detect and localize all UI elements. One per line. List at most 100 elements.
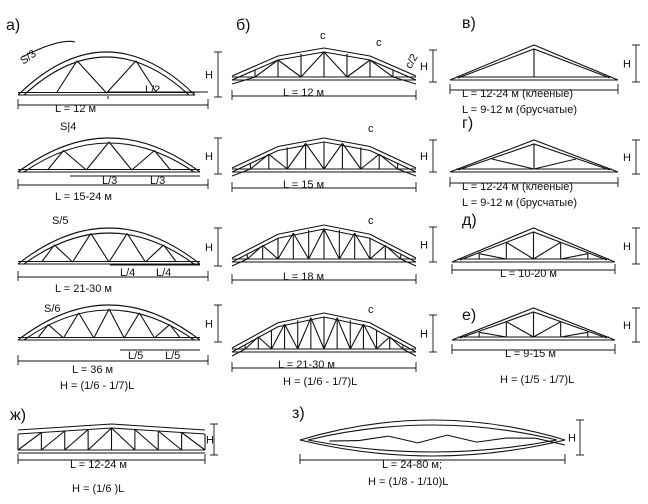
web-diagonal — [346, 59, 371, 78]
segment-dimension — [21, 40, 76, 58]
web-diagonal — [417, 434, 448, 444]
web-diagonal — [246, 245, 264, 260]
span-d: L = 10-20 м — [500, 268, 557, 280]
formula-zh: H = (1/6 )L — [72, 483, 124, 495]
c-b2: c — [368, 123, 374, 135]
height-label: H — [420, 151, 428, 163]
web-diagonal — [145, 244, 164, 263]
web-diagonal — [154, 150, 171, 171]
web-diagonal — [378, 153, 398, 170]
web-diagonal — [535, 437, 566, 446]
height-label: H — [623, 241, 631, 253]
span-zh: L = 12-24 м — [70, 459, 127, 471]
web-diagonal — [310, 317, 325, 350]
top-chord-inner — [23, 56, 190, 96]
web-diagonal — [384, 245, 402, 260]
span-v1: L = 12-24 м (клееные) — [462, 88, 573, 100]
label-d: д) — [462, 212, 477, 229]
web-diagonal — [123, 312, 140, 339]
c-b3: c — [368, 215, 374, 227]
top-chord — [17, 227, 201, 265]
top-chord-inner — [23, 232, 195, 265]
formula-b: H = (1/6 - 1/7)L — [283, 376, 357, 388]
web-diagonal — [47, 150, 64, 171]
height-label: H — [420, 329, 428, 341]
web-diagonal — [181, 432, 206, 451]
label-a: а) — [6, 17, 20, 34]
web-diagonal — [491, 158, 535, 170]
label-z: з) — [292, 405, 305, 422]
web-diagonal — [308, 228, 325, 260]
web-diagonal — [292, 232, 310, 260]
web-diagonal — [506, 321, 534, 338]
web-diagonal — [341, 143, 362, 170]
top-chord — [231, 312, 417, 349]
web-diagonal — [108, 141, 133, 171]
height-label: H — [206, 435, 214, 447]
height-label: H — [205, 151, 213, 163]
web-diagonal — [108, 233, 128, 263]
span-a2: L = 15-24 м — [55, 191, 112, 203]
height-label: H — [420, 61, 428, 73]
web-diagonal — [157, 430, 182, 451]
web-diagonal — [93, 308, 110, 339]
web-diagonal — [286, 143, 307, 170]
top-chord — [451, 227, 616, 263]
web-diagonal — [329, 439, 359, 442]
height-label: H — [205, 70, 213, 82]
web-diagonal — [270, 323, 286, 350]
web-diagonal — [400, 258, 417, 267]
span-g2: L = 9-12 м (брусчатые) — [462, 197, 577, 209]
top-chord — [451, 307, 616, 341]
web-diagonal — [277, 59, 302, 78]
web-diagonal — [277, 232, 294, 260]
web-diagonal — [231, 258, 248, 267]
web-diagonal — [392, 76, 417, 85]
span-b3: L = 18 м — [283, 271, 324, 283]
web-diagonal — [63, 312, 80, 339]
height-label: H — [205, 242, 213, 254]
web-diagonal — [54, 244, 73, 263]
c-b4: c — [368, 304, 374, 316]
web-diagonal — [231, 348, 246, 357]
top-chord — [231, 47, 417, 77]
c-b1-2: c — [376, 37, 382, 49]
web-diagonal — [231, 76, 256, 85]
part-a3-2: L/4 — [156, 267, 171, 279]
label-zh: ж) — [10, 407, 26, 424]
web-diagonal — [163, 244, 177, 263]
web-diagonal — [358, 435, 389, 442]
part-a2-1: L/3 — [102, 175, 117, 187]
web-diagonal — [138, 312, 155, 339]
span-v2: L = 9-12 м (брусчатые) — [462, 104, 577, 116]
top-chord — [17, 137, 201, 173]
span-g1: L = 12-24 м (клееные) — [462, 181, 573, 193]
top-chord — [231, 224, 417, 259]
height-label: H — [623, 320, 631, 332]
web-diagonal — [41, 430, 66, 451]
seg-a2: S|4 — [60, 121, 76, 133]
top-chord-inner — [23, 142, 195, 173]
span-a3: L = 21-30 м — [55, 283, 112, 295]
web-diagonal — [447, 434, 477, 443]
bottom-chord — [299, 439, 566, 457]
web-diagonal — [37, 324, 49, 339]
web-diagonal — [369, 245, 386, 260]
seg-a4: S/6 — [44, 303, 61, 315]
c-b1: c — [320, 30, 326, 42]
web-diagonal — [305, 143, 325, 170]
web-diagonal — [389, 336, 404, 350]
label-b: б) — [236, 17, 251, 34]
top-chord — [299, 419, 566, 441]
web-diagonal — [47, 324, 64, 339]
web-diagonal — [533, 321, 561, 338]
web-diagonal — [78, 312, 95, 339]
top-chord-inner — [307, 424, 558, 441]
part-a4-1: L/5 — [128, 350, 143, 362]
web-diagonal — [388, 435, 418, 444]
label-v: в) — [462, 15, 476, 32]
formula-z: H = (1/8 - 1/10)L — [368, 476, 448, 488]
web-diagonal — [111, 427, 136, 451]
web-diagonal — [135, 60, 158, 94]
